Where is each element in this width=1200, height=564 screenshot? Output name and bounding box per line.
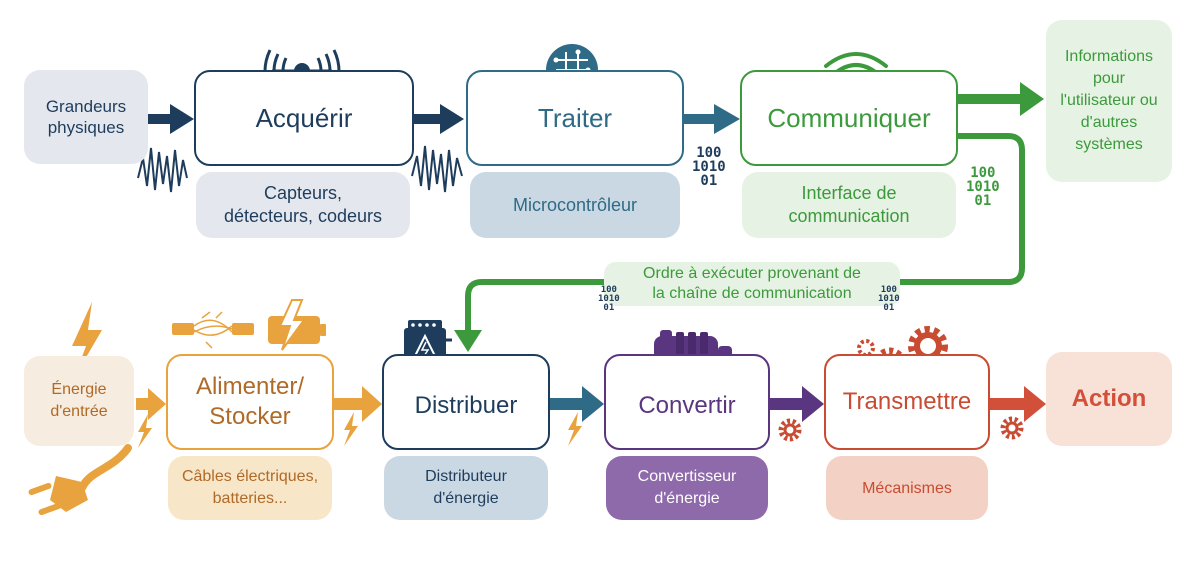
input-grandeurs-physiques: Grandeurs physiques xyxy=(24,70,148,164)
arrow-alimenter-to-distribuer xyxy=(334,386,382,422)
traiter-title: Traiter xyxy=(537,102,613,133)
alimenter-sub: Câbles électriques, batteries... xyxy=(181,468,319,507)
component-convertir: Convertisseur d'énergie xyxy=(606,456,768,520)
waveform-icon xyxy=(137,147,188,193)
alimenter-title: Alimenter/ Stocker xyxy=(195,373,305,430)
battery-icon xyxy=(268,299,326,351)
gear-icon xyxy=(778,418,802,442)
traiter-sub: Microcontrôleur xyxy=(512,194,638,215)
convertir-sub: Convertisseur d'énergie xyxy=(637,468,737,507)
binary-data-icon: 100 1010 01 xyxy=(966,165,1000,209)
component-transmettre: Mécanismes xyxy=(826,456,988,520)
transmettre-title: Transmettre xyxy=(842,388,972,415)
component-distribuer: Distributeur d'énergie xyxy=(384,456,548,520)
function-convertir: Convertir xyxy=(604,354,770,450)
arrow-traiter-to-communiquer xyxy=(684,104,740,134)
output-action-label: Action xyxy=(1071,385,1147,412)
arrow-input-to-acquerir xyxy=(148,104,194,134)
transmettre-sub: Mécanismes xyxy=(862,479,952,497)
component-alimenter: Câbles électriques, batteries... xyxy=(168,456,332,520)
cable-icon xyxy=(172,311,254,349)
lightning-icon xyxy=(568,412,582,446)
arrow-distribuer-to-convertir xyxy=(550,386,604,422)
order-feedback-arrowhead xyxy=(454,330,482,352)
waveform-icon xyxy=(411,145,463,193)
function-acquerir: Acquérir xyxy=(194,70,414,166)
order-label-text: Ordre à exécuter provenant de la chaîne … xyxy=(643,265,861,302)
function-distribuer: Distribuer xyxy=(382,354,550,450)
acquerir-sub: Capteurs, détecteurs, codeurs xyxy=(223,183,383,226)
arrow-convertir-to-transmettre xyxy=(770,386,824,422)
arrow-acquerir-to-traiter xyxy=(414,104,464,134)
input-energie: Énergie d'entrée xyxy=(24,356,134,446)
output-informations: Informations pour l'utilisateur ou d'aut… xyxy=(1046,20,1172,182)
component-communiquer: Interface de communication xyxy=(742,172,956,238)
binary-data-icon: 100 1010 01 xyxy=(878,285,900,313)
plug-icon xyxy=(28,444,132,516)
arrow-transmettre-to-action xyxy=(990,386,1046,422)
lightning-icon xyxy=(72,302,102,378)
gear-icon xyxy=(1000,416,1024,440)
function-transmettre: Transmettre xyxy=(824,354,990,450)
acquerir-title: Acquérir xyxy=(255,102,353,133)
distribuer-title: Distribuer xyxy=(414,392,518,419)
binary-data-icon: 100 1010 01 xyxy=(692,145,726,189)
convertir-title: Convertir xyxy=(638,392,736,419)
input-energie-label: Énergie d'entrée xyxy=(50,381,108,420)
output-informations-label: Informations pour l'utilisateur ou d'aut… xyxy=(1060,48,1158,153)
input-grandeurs-label: Grandeurs physiques xyxy=(45,97,127,137)
binary-data-icon: 100 1010 01 xyxy=(598,285,620,313)
arrow-communiquer-to-info xyxy=(958,82,1044,116)
function-alimenter-stocker: Alimenter/ Stocker xyxy=(166,354,334,450)
lightning-icon xyxy=(138,414,152,448)
component-acquerir: Capteurs, détecteurs, codeurs xyxy=(196,172,410,238)
lightning-icon xyxy=(344,412,358,446)
component-traiter: Microcontrôleur xyxy=(470,172,680,238)
order-feedback-line xyxy=(465,133,1025,332)
distribuer-sub: Distributeur d'énergie xyxy=(425,468,507,507)
order-label: Ordre à exécuter provenant de la chaîne … xyxy=(604,262,900,306)
arrow-energy-to-alimenter xyxy=(136,388,166,420)
communiquer-title: Communiquer xyxy=(767,102,931,133)
communiquer-sub: Interface de communication xyxy=(788,183,910,226)
output-action: Action xyxy=(1046,352,1172,446)
function-traiter: Traiter xyxy=(466,70,684,166)
function-communiquer: Communiquer xyxy=(740,70,958,166)
